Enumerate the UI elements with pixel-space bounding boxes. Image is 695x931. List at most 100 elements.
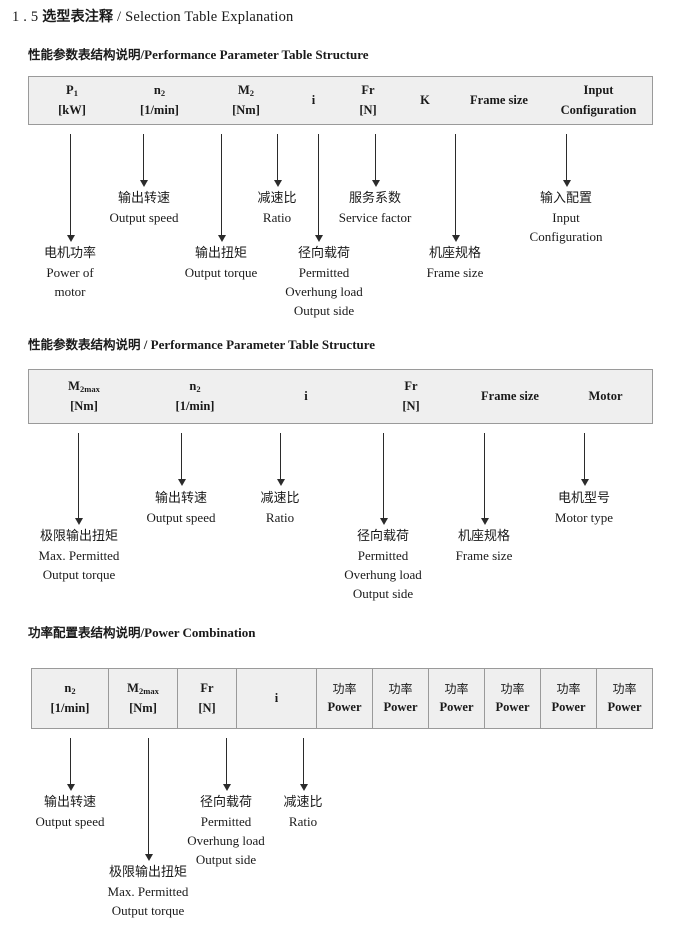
- annotation-s2-max-torque: 极限输出扭矩 Max. Permitted Output torque: [39, 528, 120, 585]
- annotation-s3-ratio: 减速比 Ratio: [283, 794, 322, 832]
- annotation-s3-max-torque-en2: Output torque: [111, 902, 185, 918]
- annotation-s2-overhung-load-en1: Permitted: [357, 547, 409, 563]
- annotation-s3-ratio-cn: 减速比: [283, 795, 323, 810]
- table-1-col-n2-symbol: n: [153, 83, 161, 98]
- annotation-s1-power-en2: motor: [54, 283, 86, 299]
- annotation-s3-overhung-load-en2: Overhung load: [187, 832, 265, 848]
- table-3-col-i: i: [236, 669, 316, 728]
- annotation-s1-output-torque-en: Output torque: [184, 264, 258, 280]
- annotation-s1-ratio-cn: 减速比: [257, 191, 297, 206]
- table-1-col-p1-unit: [kW]: [58, 102, 86, 117]
- annotation-s1-service-factor-en: Service factor: [338, 209, 412, 225]
- annotation-s2-overhung-load-en2: Overhung load: [344, 566, 422, 582]
- annotation-s2-motor-type-cn: 电机型号: [557, 491, 611, 506]
- table-2-col-m2max-symbol: M: [68, 379, 80, 394]
- annotation-s2-overhung-load-cn: 径向载荷: [356, 529, 409, 544]
- table-2-col-n2-unit: [1/min]: [175, 398, 215, 413]
- table-3-col-fr: Fr [N]: [177, 669, 236, 728]
- annotation-s1-input-configuration: 输入配置 Input Configuration: [530, 190, 603, 247]
- table-2-col-fr-unit: [N]: [402, 398, 420, 413]
- connector-arrow-s1-input-configuration: [562, 134, 571, 187]
- annotation-s2-ratio-en: Ratio: [265, 509, 295, 525]
- table-2-col-m2max: M2max [Nm]: [29, 370, 139, 423]
- annotation-s1-overhung-load-en2: Overhung load: [285, 283, 363, 299]
- annotation-s1-input-configuration-en1: Input: [552, 209, 580, 225]
- section-2-heading-sep: /: [143, 337, 148, 352]
- connector-arrow-s2-overhung-load: [379, 433, 388, 525]
- table-1-col-n2-unit: [1/min]: [140, 102, 179, 117]
- table-1-col-input-configuration: Input Configuration: [545, 77, 652, 124]
- connector-arrow-s1-output-torque: [217, 134, 226, 242]
- connector-arrow-s2-output-speed: [177, 433, 186, 486]
- section-3-heading-en: Power Combination: [144, 625, 256, 640]
- table-1-col-m2-unit: [Nm]: [232, 102, 260, 117]
- connector-arrow-s1-power: [66, 134, 75, 242]
- table-1-col-input-configuration-line1: Input: [583, 83, 614, 98]
- table-2-col-i-symbol: i: [304, 388, 308, 403]
- table-1-col-frame-size-label: Frame size: [470, 92, 528, 107]
- table-3-col-fr-unit: [N]: [198, 700, 216, 715]
- annotation-s3-overhung-load: 径向载荷 Permitted Overhung load Output side: [187, 794, 265, 869]
- annotation-s1-ratio: 减速比 Ratio: [257, 190, 296, 228]
- table-3-col-power-3-en: Power: [439, 700, 474, 715]
- annotation-s3-output-speed: 输出转速 Output speed: [36, 794, 105, 832]
- page-title: 1 . 5 选型表注释 / Selection Table Explanatio…: [12, 6, 294, 26]
- power-combination-table: n2 [1/min] M2max [Nm] Fr [N] i 功率 Power …: [31, 668, 653, 729]
- connector-arrow-s1-frame-size: [451, 134, 460, 242]
- annotation-s3-output-speed-cn: 输出转速: [43, 795, 96, 810]
- table-2-col-motor-label: Motor: [588, 388, 623, 403]
- connector-arrow-s3-overhung-load: [222, 738, 231, 791]
- annotation-s3-max-torque: 极限输出扭矩 Max. Permitted Output torque: [108, 864, 189, 921]
- table-2-col-n2-symbol: n: [189, 379, 197, 394]
- table-2-col-frame-size-label: Frame size: [481, 388, 539, 403]
- annotation-s2-frame-size-en: Frame size: [455, 547, 513, 563]
- table-3-col-m2max-sub: 2max: [138, 686, 159, 697]
- annotation-s2-motor-type-en: Motor type: [554, 509, 614, 525]
- annotation-s2-output-speed-en: Output speed: [146, 509, 216, 525]
- connector-arrow-s1-ratio: [273, 134, 282, 187]
- annotation-s1-frame-size-cn: 机座规格: [428, 246, 482, 261]
- annotation-s3-ratio-en: Ratio: [288, 813, 318, 829]
- connector-arrow-s2-ratio: [276, 433, 285, 486]
- section-2-heading-cn: 性能参数表结构说明: [28, 337, 141, 352]
- annotation-s1-output-torque: 输出扭矩 Output torque: [185, 245, 258, 283]
- page-title-cn: 选型表注释: [42, 9, 114, 25]
- annotation-s3-overhung-load-cn: 径向载荷: [199, 795, 252, 810]
- table-1-col-i: i: [288, 77, 339, 124]
- section-1-heading-en: Performance Parameter Table Structure: [144, 47, 369, 62]
- annotation-s2-ratio: 减速比 Ratio: [260, 490, 299, 528]
- table-1-col-n2-sub: 2: [160, 88, 166, 99]
- annotation-s1-ratio-en: Ratio: [262, 209, 292, 225]
- annotation-s2-output-speed: 输出转速 Output speed: [147, 490, 216, 528]
- section-1-heading: 性能参数表结构说明/Performance Parameter Table St…: [28, 44, 369, 63]
- page-title-separator: /: [117, 9, 122, 25]
- table-2-col-motor: Motor: [559, 370, 652, 423]
- annotation-s1-input-configuration-cn: 输入配置: [539, 191, 592, 206]
- section-1-heading-cn: 性能参数表结构说明: [28, 47, 141, 62]
- table-3-col-power-4: 功率 Power: [484, 669, 540, 728]
- annotation-s2-frame-size-cn: 机座规格: [457, 529, 511, 544]
- section-1-heading-sep: /: [140, 47, 145, 62]
- annotation-s1-output-torque-cn: 输出扭矩: [194, 246, 248, 261]
- connector-arrow-s3-output-speed: [66, 738, 75, 791]
- table-3-col-m2max: M2max [Nm]: [108, 669, 177, 728]
- table-3-col-power-2-en: Power: [383, 700, 418, 715]
- table-1-col-m2: M2 [Nm]: [204, 77, 288, 124]
- page-title-number: 1 . 5: [12, 9, 39, 25]
- table-3-col-i-symbol: i: [274, 690, 279, 705]
- annotation-s3-overhung-load-en3: Output side: [195, 851, 257, 867]
- section-3-heading-sep: /: [140, 625, 145, 640]
- connector-arrow-s1-service-factor: [371, 134, 380, 187]
- table-3-col-power-1-en: Power: [327, 700, 362, 715]
- table-1-col-fr: Fr [N]: [339, 77, 397, 124]
- table-2-col-m2max-unit: [Nm]: [70, 398, 98, 413]
- annotation-s1-power: 电机功率 Power of motor: [44, 245, 96, 302]
- table-1-col-p1-symbol: P: [66, 83, 74, 98]
- annotation-s1-overhung-load-en3: Output side: [293, 302, 355, 318]
- annotation-s3-overhung-load-en1: Permitted: [200, 813, 252, 829]
- table-3-col-power-2: 功率 Power: [372, 669, 428, 728]
- table-3-col-power-5-en: Power: [551, 700, 586, 715]
- table-2-col-frame-size: Frame size: [461, 370, 559, 423]
- annotation-s2-ratio-cn: 减速比: [260, 491, 300, 506]
